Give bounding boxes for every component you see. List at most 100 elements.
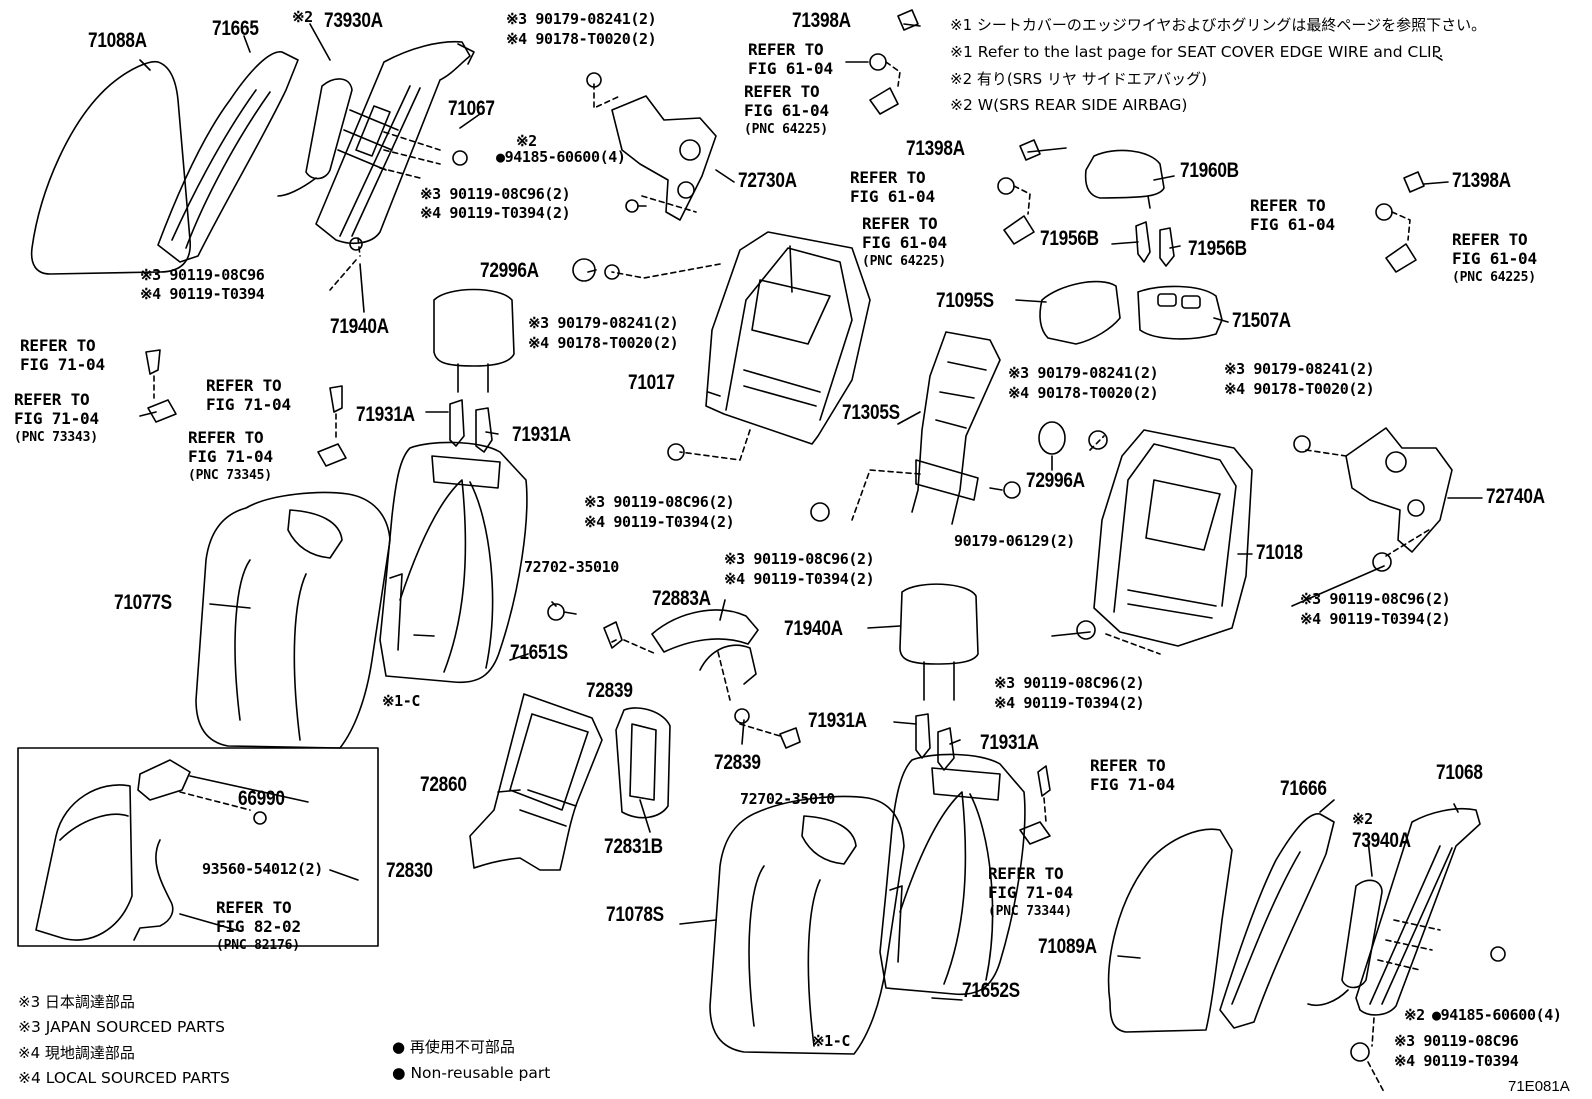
switch-66990 bbox=[137, 759, 191, 801]
part-90179-08241-d[interactable]: ※3 90179-08241(2) bbox=[1224, 360, 1375, 378]
part-71088A[interactable]: 71088A bbox=[88, 29, 147, 52]
part-72839-2[interactable]: 72839 bbox=[714, 751, 761, 774]
part-71931A-2[interactable]: 71931A bbox=[512, 423, 571, 446]
seatback-pad-71652S bbox=[879, 753, 1026, 996]
armrest-box-72830 bbox=[17, 747, 379, 947]
frame-71067 bbox=[315, 40, 471, 245]
part-71017[interactable]: 71017 bbox=[628, 371, 675, 394]
part-72830[interactable]: 72830 bbox=[386, 859, 433, 882]
part-90119-08C96-d[interactable]: ※3 90119-08C96(2) bbox=[724, 550, 875, 568]
part-71940A-2[interactable]: 71940A bbox=[784, 617, 843, 640]
part-72883A[interactable]: 72883A bbox=[652, 587, 711, 610]
hinge-72883A bbox=[651, 609, 759, 653]
part-93560-54012[interactable]: 93560-54012(2) bbox=[202, 860, 323, 878]
part-94185-60600-a[interactable]: ●94185-60600(4) bbox=[496, 148, 626, 166]
part-71095S[interactable]: 71095S bbox=[936, 289, 994, 312]
part-71651S[interactable]: 71651S bbox=[510, 641, 568, 664]
part-71931A-3[interactable]: 71931A bbox=[808, 709, 867, 732]
part-90178-T0020-a[interactable]: ※4 90178-T0020(2) bbox=[506, 30, 657, 48]
refer-text: REFER TO bbox=[1452, 230, 1528, 249]
part-90179-08241-c[interactable]: ※3 90179-08241(2) bbox=[1008, 364, 1159, 382]
part-90179-08241-a[interactable]: ※3 90179-08241(2) bbox=[506, 10, 657, 28]
part-71398A-3[interactable]: 71398A bbox=[1452, 169, 1511, 192]
part-71931A-4[interactable]: 71931A bbox=[980, 731, 1039, 754]
part-71940A[interactable]: 71940A bbox=[330, 315, 389, 338]
part-66990[interactable]: 66990 bbox=[238, 787, 285, 810]
part-90119-T0394-a[interactable]: ※4 90119-T0394(2) bbox=[420, 204, 571, 222]
note-mark-73940A: ※2 bbox=[1352, 810, 1373, 828]
refer-text: REFER TO bbox=[188, 428, 264, 447]
part-90119-08C96-a[interactable]: ※3 90119-08C96(2) bbox=[420, 185, 571, 203]
cap-72996A-2 bbox=[1038, 421, 1066, 455]
part-71398A-2[interactable]: 71398A bbox=[906, 137, 965, 160]
part-90119-08C96-e[interactable]: ※3 90119-08C96(2) bbox=[1300, 590, 1451, 608]
part-72860[interactable]: 72860 bbox=[420, 773, 467, 796]
part-90119-08C96-f[interactable]: ※3 90119-08C96(2) bbox=[994, 674, 1145, 692]
part-72702-35010-b[interactable]: 72702-35010 bbox=[740, 790, 835, 808]
part-71398A-1[interactable]: 71398A bbox=[792, 9, 851, 32]
part-90178-T0020-b[interactable]: ※4 90178-T0020(2) bbox=[528, 334, 679, 352]
refer-fig: FIG 71-04 bbox=[188, 447, 273, 466]
part-90119-T0394-c[interactable]: ※4 90119-T0394(2) bbox=[584, 513, 735, 531]
part-90119-08C96-b[interactable]: ※3 90119-08C96 bbox=[140, 266, 265, 284]
part-90119-T0394-f[interactable]: ※4 90119-T0394(2) bbox=[994, 694, 1145, 712]
part-71068[interactable]: 71068 bbox=[1436, 761, 1483, 784]
part-71956B-1[interactable]: 71956B bbox=[1040, 227, 1099, 250]
part-71665[interactable]: 71665 bbox=[212, 17, 259, 40]
part-72996A-1[interactable]: 72996A bbox=[480, 259, 539, 282]
part-71956B-2[interactable]: 71956B bbox=[1188, 237, 1247, 260]
part-90119-08C96-g[interactable]: ※3 90119-08C96 bbox=[1394, 1032, 1519, 1050]
part-71067[interactable]: 71067 bbox=[448, 97, 495, 120]
refer-text: REFER TO bbox=[14, 390, 90, 409]
part-71305S[interactable]: 71305S bbox=[842, 401, 900, 424]
part-73930A[interactable]: 73930A bbox=[324, 9, 383, 32]
part-71666[interactable]: 71666 bbox=[1280, 777, 1327, 800]
part-72839-1[interactable]: 72839 bbox=[586, 679, 633, 702]
part-90179-06129[interactable]: 90179-06129(2) bbox=[954, 532, 1075, 550]
part-71931A-1[interactable]: 71931A bbox=[356, 403, 415, 426]
part-72730A[interactable]: 72730A bbox=[738, 169, 797, 192]
part-71960B[interactable]: 71960B bbox=[1180, 159, 1239, 182]
part-90179-08241-b[interactable]: ※3 90179-08241(2) bbox=[528, 314, 679, 332]
part-72831B[interactable]: 72831B bbox=[604, 835, 663, 858]
armrest-cover bbox=[35, 784, 133, 941]
part-72702-35010-a[interactable]: 72702-35010 bbox=[524, 558, 619, 576]
part-90178-T0020-c[interactable]: ※4 90178-T0020(2) bbox=[1008, 384, 1159, 402]
part-71089A[interactable]: 71089A bbox=[1038, 935, 1097, 958]
part-90178-T0020-d[interactable]: ※4 90178-T0020(2) bbox=[1224, 380, 1375, 398]
refer-fig: FIG 71-04 bbox=[20, 355, 105, 374]
part-71507A[interactable]: 71507A bbox=[1232, 309, 1291, 332]
part-71018[interactable]: 71018 bbox=[1256, 541, 1303, 564]
part-71078S[interactable]: 71078S bbox=[606, 903, 664, 926]
part-90119-T0394-b[interactable]: ※4 90119-T0394 bbox=[140, 285, 265, 303]
headrest-71940A-1 bbox=[433, 288, 515, 367]
part-73940A[interactable]: 73940A bbox=[1352, 829, 1411, 852]
part-90119-08C96-c[interactable]: ※3 90119-08C96(2) bbox=[584, 493, 735, 511]
clip-72839-2 bbox=[734, 708, 750, 724]
part-71077S[interactable]: 71077S bbox=[114, 591, 172, 614]
part-90119-T0394-e[interactable]: ※4 90119-T0394(2) bbox=[1300, 610, 1451, 628]
part-94185-60600-b[interactable]: ●94185-60600(4) bbox=[1432, 1006, 1562, 1024]
part-90119-T0394-g[interactable]: ※4 90119-T0394 bbox=[1394, 1052, 1519, 1070]
cap-72996A-1 bbox=[572, 258, 596, 282]
part-72996A-2[interactable]: 72996A bbox=[1026, 469, 1085, 492]
part-72740A[interactable]: 72740A bbox=[1486, 485, 1545, 508]
refer-fig: FIG 82-02 bbox=[216, 917, 301, 936]
refer-fig: FIG 71-04 bbox=[206, 395, 291, 414]
part-90119-T0394-d[interactable]: ※4 90119-T0394(2) bbox=[724, 570, 875, 588]
part-71652S[interactable]: 71652S bbox=[962, 979, 1020, 1002]
